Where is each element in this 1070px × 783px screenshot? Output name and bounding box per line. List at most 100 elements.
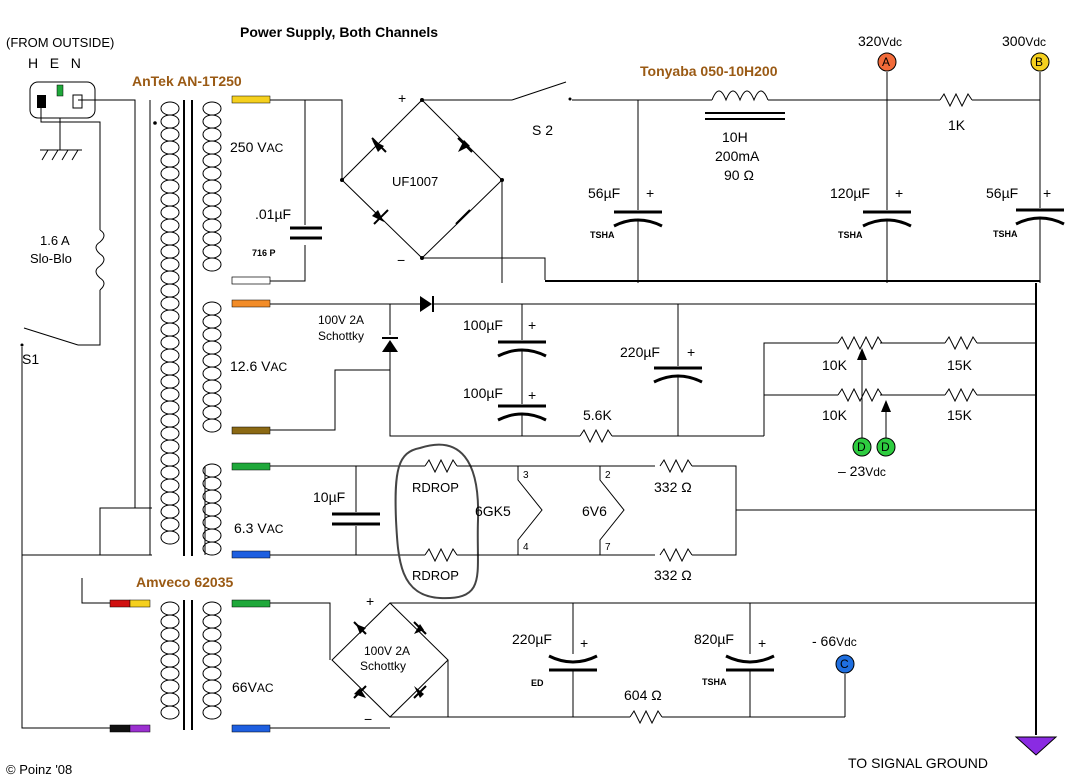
cap-120uf-part: TSHA — [838, 230, 863, 240]
aux-bridge-rating: 100V 2A — [364, 644, 410, 658]
bridge-label: UF1007 — [392, 174, 438, 189]
resistor-604 — [629, 709, 663, 725]
node-a-marker — [877, 52, 897, 72]
rdrop-2-label: RDROP — [412, 568, 459, 583]
highlight-circle — [394, 443, 480, 600]
heater-6gk5 — [517, 466, 543, 555]
signal-ground-label: TO SIGNAL GROUND — [848, 755, 988, 771]
cap-220uf-bias-label: 220µF — [620, 344, 660, 360]
cap-001uf — [290, 226, 322, 240]
node-a-letter: A — [882, 55, 890, 69]
tube-6v6-label: 6V6 — [582, 503, 607, 519]
cap-120uf-plus: + — [895, 185, 903, 201]
cap-100uf-1 — [497, 304, 547, 404]
main-transformer — [153, 100, 222, 556]
choke-label: Tonyaba 050-10H200 — [640, 63, 778, 79]
cap-220uf-aux — [548, 603, 598, 717]
aux-bridge-type: Schottky — [360, 659, 406, 673]
cap-220uf-aux-plus: + — [580, 635, 588, 651]
pin-4-label: 4 — [523, 542, 529, 553]
resistor-1k-label: 1K — [948, 117, 966, 133]
earth-ground-icon — [40, 118, 82, 161]
resistor-15k-2 — [944, 387, 978, 403]
cap-56uf-1 — [613, 100, 663, 283]
plug-pins-label: H E N — [28, 55, 81, 71]
cap-001uf-part: 716 P — [252, 248, 276, 258]
pot-10k-1-label: 10K — [822, 357, 848, 373]
choke-resistance: 90 Ω — [724, 167, 754, 183]
aux-winding-label: 66VAC — [232, 679, 274, 695]
resistor-332-1-label: 332 Ω — [654, 479, 692, 495]
switch-s2 — [511, 81, 567, 101]
cap-56uf-2-plus: + — [1043, 185, 1051, 201]
bridge-minus: − — [397, 252, 405, 268]
hv-winding-label: 250 VAC — [230, 139, 284, 155]
heater-6v6 — [599, 466, 625, 555]
switch-s2-label: S 2 — [532, 122, 553, 138]
cap-820uf-label: 820µF — [694, 631, 734, 647]
aux-transformer-label: Amveco 62035 — [136, 574, 234, 590]
fuse-current-label: 1.6 A — [40, 233, 70, 248]
cap-56uf-1-plus: + — [646, 185, 654, 201]
resistor-5k6 — [579, 428, 613, 444]
pot-10k-2-label: 10K — [822, 407, 848, 423]
fuse-symbol — [95, 229, 105, 291]
cap-820uf-part: TSHA — [702, 677, 727, 687]
choke-current: 200mA — [715, 148, 760, 164]
cap-120uf — [862, 72, 912, 283]
pot-10k-2 — [837, 387, 883, 403]
node-d1-letter: D — [857, 440, 866, 454]
pin-3-label: 3 — [523, 470, 529, 481]
choke-inductance: 10H — [722, 129, 748, 145]
node-d2-marker — [876, 437, 896, 457]
cap-56uf-2 — [1015, 72, 1065, 283]
rdrop-2 — [424, 547, 458, 563]
resistor-332-1 — [659, 458, 693, 474]
diode-schottky — [382, 337, 398, 352]
resistor-604-label: 604 Ω — [624, 687, 662, 703]
switch-s1 — [20, 327, 79, 347]
rdrop-1 — [424, 458, 458, 474]
resistor-332-2 — [659, 547, 693, 563]
main-transformer-label: AnTek AN-1T250 — [132, 73, 242, 89]
aux-voltage-label: - 66Vdc — [812, 633, 857, 649]
cap-100uf-1-plus: + — [528, 317, 536, 333]
cap-100uf-2-label: 100µF — [463, 385, 503, 401]
resistor-15k-1 — [944, 335, 978, 351]
cap-56uf-1-label: 56µF — [588, 185, 620, 201]
cap-56uf-2-label: 56µF — [986, 185, 1018, 201]
pot-10k-1 — [837, 335, 883, 351]
cap-220uf-aux-part: ED — [531, 678, 544, 688]
pin-7-label: 7 — [605, 542, 611, 553]
cap-56uf-1-part: TSHA — [590, 230, 615, 240]
cap-100uf-2-plus: + — [528, 387, 536, 403]
resistor-1k — [939, 92, 973, 108]
node-b-voltage: 300Vdc — [1002, 33, 1046, 49]
resistor-5k6-label: 5.6K — [583, 407, 612, 423]
node-b-marker — [1030, 52, 1050, 72]
aux-transformer — [160, 600, 222, 730]
resistor-332-2-label: 332 Ω — [654, 567, 692, 583]
node-b-letter: B — [1035, 55, 1043, 69]
tube-6gk5-label: 6GK5 — [475, 503, 511, 519]
switch-s1-label: S1 — [22, 351, 39, 367]
signal-ground-icon — [1014, 736, 1058, 756]
resistor-15k-2-label: 15K — [947, 407, 973, 423]
choke-inductor — [705, 90, 785, 120]
cap-100uf-2 — [497, 404, 547, 436]
cap-10uf-label: 10µF — [313, 489, 345, 505]
node-c-letter: C — [840, 657, 849, 671]
diode-series — [420, 296, 434, 312]
fuse-type-label: Slo-Blo — [30, 251, 72, 266]
cap-220uf-aux-label: 220µF — [512, 631, 552, 647]
cap-820uf-plus: + — [758, 635, 766, 651]
cap-100uf-1-label: 100µF — [463, 317, 503, 333]
schottky-rating: 100V 2A — [318, 313, 364, 327]
heater-winding-label: 6.3 VAC — [234, 520, 284, 536]
node-a-voltage: 320Vdc — [858, 33, 902, 49]
cap-001uf-label: .01µF — [255, 206, 291, 222]
aux-bridge-minus: − — [364, 711, 372, 727]
bridge-plus: + — [398, 90, 406, 106]
node-c-marker — [835, 654, 855, 674]
